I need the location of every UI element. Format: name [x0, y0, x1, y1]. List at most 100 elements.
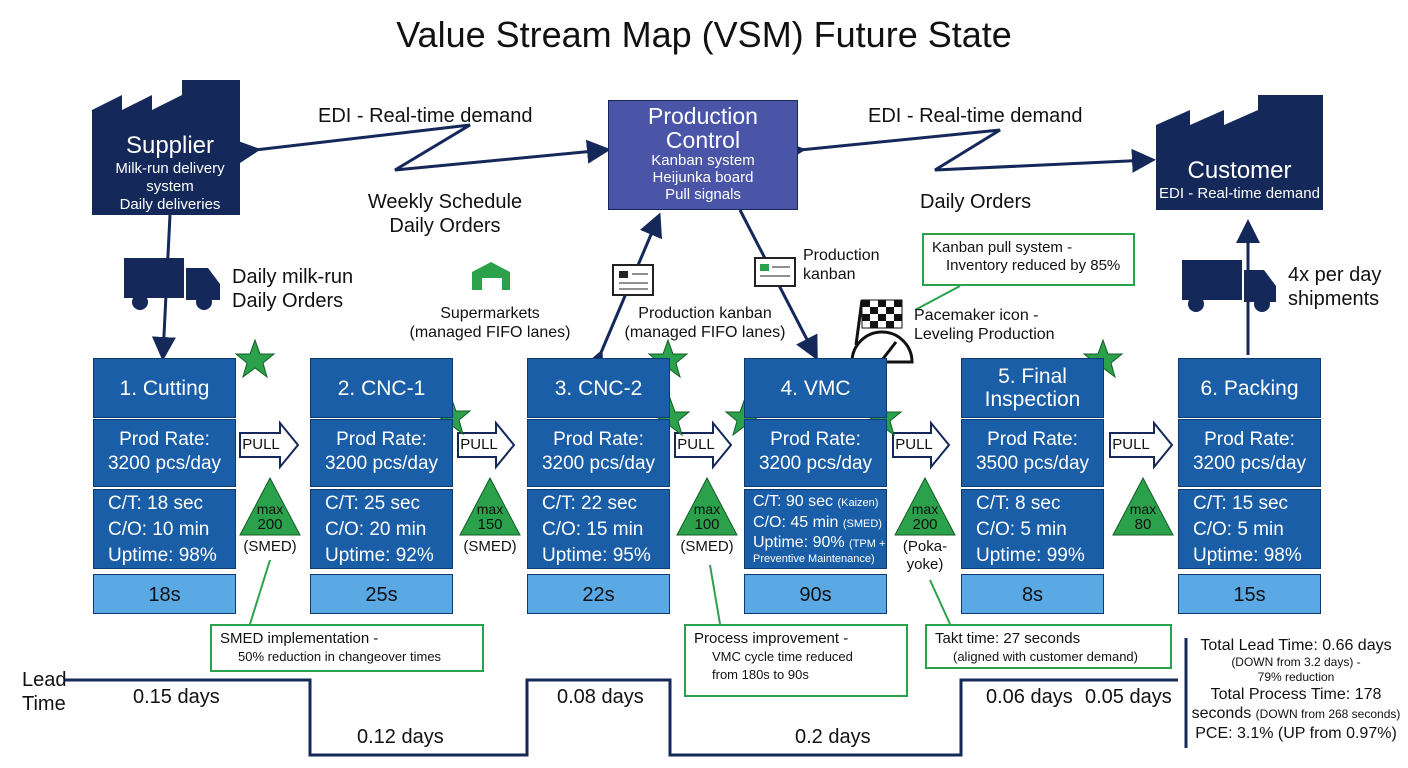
truck-line: shipments: [1288, 288, 1380, 310]
inv-max: max: [256, 501, 284, 517]
prod-rate: Prod Rate:3500 pcs/day: [961, 419, 1104, 487]
inv-max: max: [911, 501, 939, 517]
cycle-time: C/T: 8 sec: [976, 493, 1061, 514]
changeover: C/O: 10 min: [108, 519, 210, 540]
inv-qty: 100: [694, 516, 720, 533]
summary-panel: Total Lead Time: 0.66 days (DOWN from 3.…: [1184, 636, 1408, 743]
truck-line: Daily Orders: [232, 290, 344, 312]
pacemaker-label: Pacemaker icon -Leveling Production: [914, 306, 1055, 344]
uptime: Uptime: 90%: [753, 534, 845, 551]
customer-factory-icon: [1156, 95, 1323, 210]
uptime: Uptime: 98%: [1193, 545, 1302, 566]
process-params: C/T: 90 sec (Kaizen) C/O: 45 min (SMED) …: [744, 489, 887, 569]
process-time-cell: 18s: [93, 574, 236, 614]
cycle-time: C/T: 25 sec: [325, 493, 421, 514]
customer-name: Customer: [1187, 157, 1292, 184]
callout-line: from 180s to 90s: [712, 667, 809, 682]
uptime: Uptime: 99%: [976, 545, 1085, 566]
pc-line: Heijunka board: [652, 169, 754, 186]
production-kanban-fifo-label: Production kanban(managed FIFO lanes): [615, 304, 795, 342]
gauge-icon: [850, 330, 914, 364]
changeover: C/O: 45 min: [753, 514, 839, 531]
pull-arrow-label: PULL: [460, 436, 498, 453]
lead-time-value: 0.05 days: [1085, 686, 1172, 708]
process-header: 4. VMC: [744, 358, 887, 418]
prod-rate: Prod Rate:3200 pcs/day: [1178, 419, 1321, 487]
inventory-note: (Poka- yoke): [902, 538, 948, 573]
process-params: C/T: 25 sec C/O: 20 min Uptime: 92%: [310, 489, 453, 569]
process-time-cell: 90s: [744, 574, 887, 614]
process-params: C/T: 15 sec C/O: 5 min Uptime: 98%: [1178, 489, 1321, 569]
co-note: (SMED): [842, 518, 882, 530]
weekly-line: Daily Orders: [389, 215, 501, 237]
supplier-line: Milk-run delivery: [115, 160, 225, 177]
cycle-time: C/T: 90 sec: [753, 493, 834, 510]
inv-qty: 80: [1134, 516, 1152, 533]
process-time-cell: 25s: [310, 574, 453, 614]
production-kanban-card-icon: [754, 257, 796, 287]
pull-arrow-label: PULL: [1112, 436, 1150, 453]
inventory-note: (SMED): [463, 538, 517, 555]
total-lead-time: Total Lead Time: 0.66 days: [1200, 637, 1392, 654]
lead-time-value: 0.2 days: [795, 726, 871, 748]
rate-value: 3200 pcs/day: [758, 453, 873, 474]
process-header: 2. CNC-1: [310, 358, 453, 418]
rate-label: Prod Rate:: [770, 429, 861, 450]
total-process-time: Total Process Time: 178: [1210, 686, 1382, 703]
process-time-cell: 8s: [961, 574, 1104, 614]
callout-line: Takt time: 27 seconds: [935, 630, 1081, 647]
callout-line: SMED implementation -: [220, 630, 379, 647]
cycle-time: C/T: 15 sec: [1193, 493, 1289, 514]
callout-line: 50% reduction in changeover times: [238, 649, 442, 664]
cycle-time: C/T: 18 sec: [108, 493, 204, 514]
lead-time-value: 0.08 days: [557, 686, 644, 708]
rate-value: 3500 pcs/day: [975, 453, 1090, 474]
inv-qty: 200: [257, 516, 283, 533]
inv-max: max: [1129, 501, 1157, 517]
supplier-box: Supplier Milk-run delivery system Daily …: [100, 132, 240, 214]
truck-line: Daily milk-run: [232, 266, 354, 288]
pc-line: Pull signals: [665, 186, 741, 203]
rate-label: Prod Rate:: [119, 429, 210, 450]
supplier-line: system: [146, 178, 194, 195]
pce: PCE: 3.1% (UP from 0.97%): [1195, 725, 1397, 742]
inventory-note: (SMED): [243, 538, 297, 555]
lead-note: 79% reduction: [1257, 670, 1335, 684]
process-improvement-callout: Process improvement -VMC cycle time redu…: [684, 624, 908, 697]
rate-label: Prod Rate:: [553, 429, 644, 450]
pk-line: Production kanban: [638, 305, 772, 322]
rate-label: Prod Rate:: [1204, 429, 1295, 450]
pull-arrow-label: PULL: [677, 436, 715, 453]
inbound-truck-icon: [124, 258, 220, 310]
smed-callout: SMED implementation - 50% reduction in ch…: [210, 624, 484, 672]
process-params: C/T: 8 sec C/O: 5 min Uptime: 99%: [961, 489, 1104, 569]
inventory-note: (SMED): [680, 538, 734, 555]
changeover: C/O: 5 min: [976, 519, 1067, 540]
changeover: C/O: 15 min: [542, 519, 644, 540]
callout-line: Kanban pull system -: [932, 239, 1073, 256]
process-header: 3. CNC-2: [527, 358, 670, 418]
rate-value: 3200 pcs/day: [541, 453, 656, 474]
callout-line: Process improvement -: [694, 630, 849, 647]
daily-orders-label: Daily Orders: [920, 191, 1032, 213]
inv-max: max: [693, 501, 721, 517]
lead-time-value: 0.12 days: [357, 726, 444, 748]
truck-line: 4x per day: [1288, 264, 1382, 286]
pull-arrow-label: PULL: [895, 436, 933, 453]
uptime-note: (TPM + Preventive Maintenance): [753, 538, 886, 565]
weekly-line: Weekly Schedule: [367, 191, 523, 213]
prod-rate: Prod Rate: 3200 pcs/day: [527, 419, 670, 487]
pc-line: Kanban system: [651, 152, 755, 169]
lead-time-value: 0.15 days: [133, 686, 220, 708]
cycle-time: C/T: 22 sec: [542, 493, 638, 514]
